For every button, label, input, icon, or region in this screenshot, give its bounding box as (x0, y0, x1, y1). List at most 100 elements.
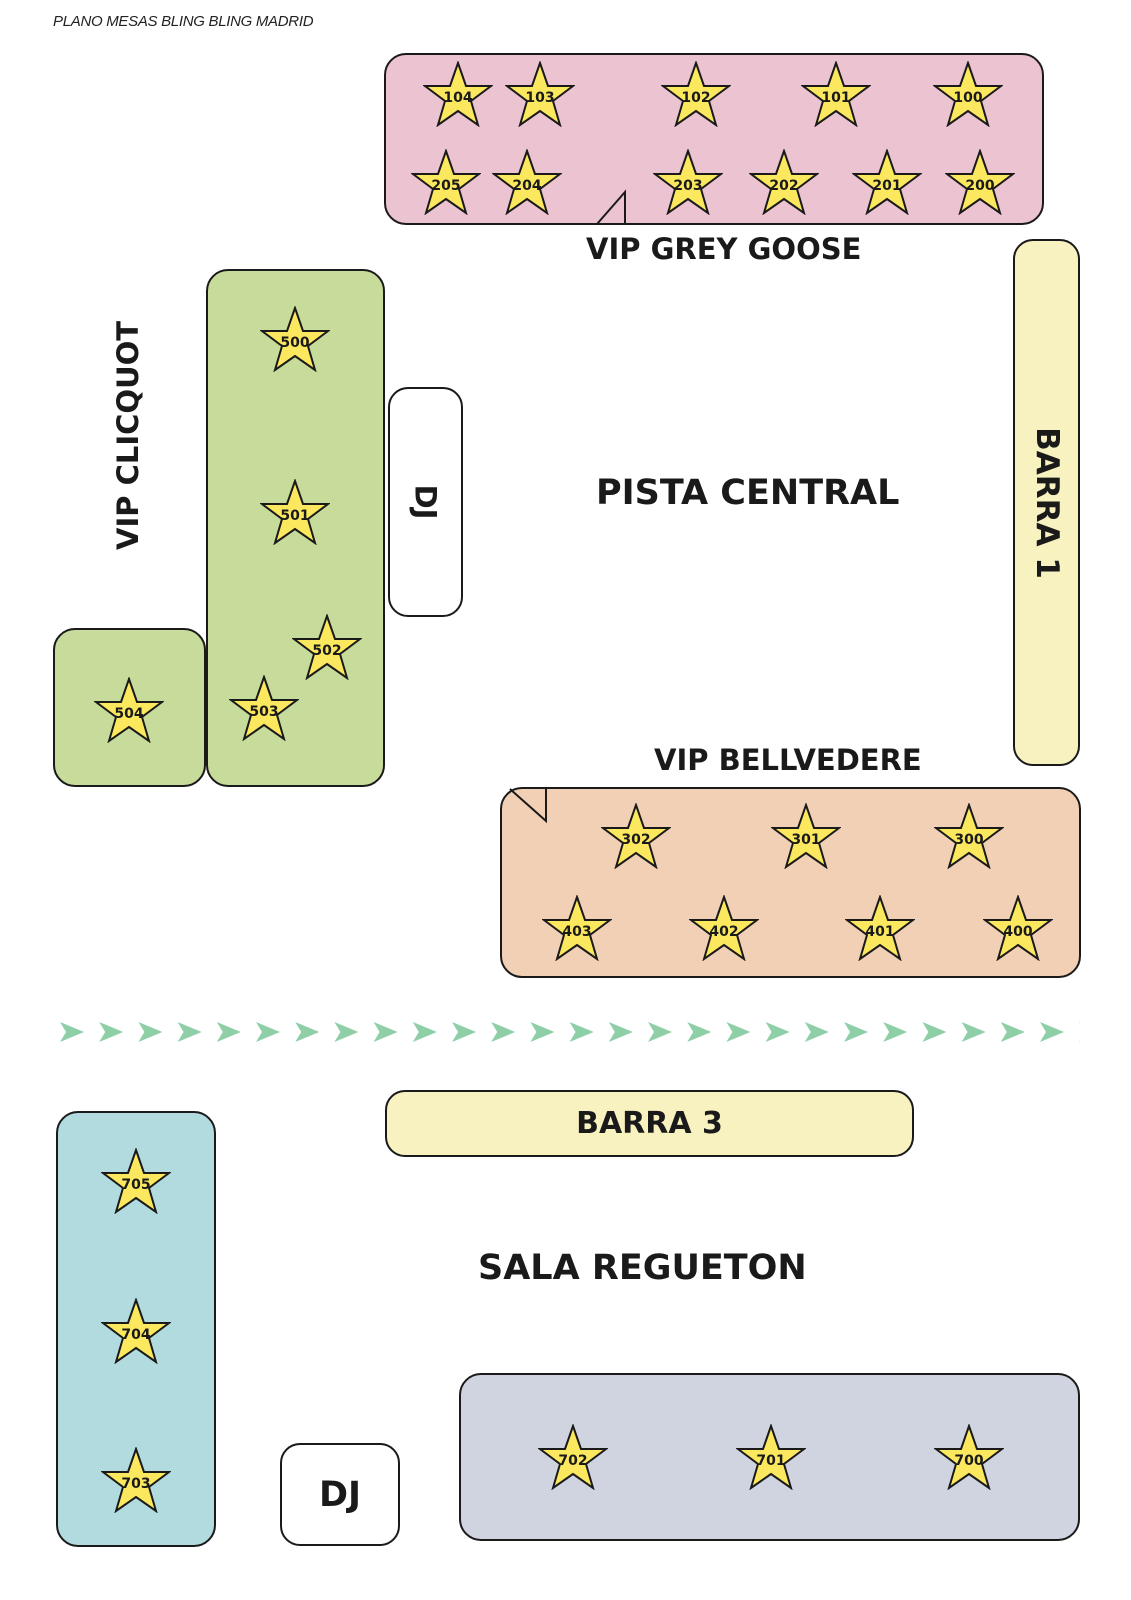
arrow-right-icon (569, 1022, 594, 1042)
arrow-right-icon (334, 1022, 359, 1042)
dj-booth-regueton: DJ (280, 1443, 400, 1546)
table-number: 400 (1003, 924, 1033, 940)
table-402[interactable]: 402 (689, 895, 759, 961)
table-702[interactable]: 702 (538, 1424, 608, 1490)
arrow-right-icon (138, 1022, 163, 1042)
star-icon (661, 61, 731, 127)
table-number: 702 (558, 1453, 588, 1469)
table-501[interactable]: 501 (260, 479, 330, 545)
star-icon (653, 149, 723, 215)
sala-regueton-label: SALA REGUETON (478, 1248, 807, 1288)
arrow-right-icon (608, 1022, 633, 1042)
table-number: 501 (280, 508, 310, 524)
table-403[interactable]: 403 (542, 895, 612, 961)
table-number: 301 (791, 832, 821, 848)
star-icon (260, 306, 330, 372)
table-504[interactable]: 504 (94, 677, 164, 743)
arrow-right-icon (491, 1022, 516, 1042)
star-icon (736, 1424, 806, 1490)
table-705[interactable]: 705 (101, 1148, 171, 1214)
star-icon (934, 1424, 1004, 1490)
table-201[interactable]: 201 (852, 149, 922, 215)
table-number: 500 (280, 335, 310, 351)
star-icon (601, 803, 671, 869)
table-104[interactable]: 104 (423, 61, 493, 127)
arrow-right-icon (99, 1022, 124, 1042)
arrow-right-icon (961, 1022, 986, 1042)
table-number: 502 (312, 643, 342, 659)
table-103[interactable]: 103 (505, 61, 575, 127)
table-number: 705 (121, 1177, 151, 1193)
arrow-right-icon (648, 1022, 672, 1042)
table-701[interactable]: 701 (736, 1424, 806, 1490)
star-icon (101, 1148, 171, 1214)
table-number: 504 (114, 706, 144, 722)
barra-1: BARRA 1 (1013, 239, 1080, 766)
arrow-right-icon (177, 1022, 202, 1042)
star-icon (538, 1424, 608, 1490)
table-400[interactable]: 400 (983, 895, 1053, 961)
table-number: 300 (954, 832, 984, 848)
star-icon (492, 149, 562, 215)
entrance-notch-bellvedere (509, 788, 547, 823)
arrow-right-icon (295, 1022, 320, 1042)
star-icon (689, 895, 759, 961)
table-704[interactable]: 704 (101, 1298, 171, 1364)
table-205[interactable]: 205 (411, 149, 481, 215)
vip-grey-goose-label: VIP GREY GOOSE (586, 232, 862, 266)
table-300[interactable]: 300 (934, 803, 1004, 869)
table-302[interactable]: 302 (601, 803, 671, 869)
star-icon (260, 479, 330, 545)
dj-regueton-label: DJ (318, 1474, 362, 1515)
table-number: 302 (621, 832, 651, 848)
arrow-right-icon (60, 1022, 84, 1042)
table-number: 403 (562, 924, 592, 940)
table-number: 704 (121, 1327, 151, 1343)
table-401[interactable]: 401 (845, 895, 915, 961)
table-number: 204 (512, 178, 542, 194)
arrow-right-icon (1000, 1022, 1025, 1042)
dj-central-label: DJ (408, 484, 443, 520)
table-203[interactable]: 203 (653, 149, 723, 215)
entrance-notch-grey-goose (596, 189, 626, 225)
star-icon (229, 675, 299, 741)
table-503[interactable]: 503 (229, 675, 299, 741)
table-102[interactable]: 102 (661, 61, 731, 127)
table-number: 202 (769, 178, 799, 194)
star-icon (945, 149, 1015, 215)
table-502[interactable]: 502 (292, 614, 362, 680)
table-101[interactable]: 101 (801, 61, 871, 127)
table-200[interactable]: 200 (945, 149, 1015, 215)
table-700[interactable]: 700 (934, 1424, 1004, 1490)
map-title: PLANO MESAS BLING BLING MADRID (53, 13, 314, 30)
dj-booth-central: DJ (388, 387, 463, 617)
star-icon (934, 803, 1004, 869)
arrow-right-icon (412, 1022, 437, 1042)
table-number: 401 (865, 924, 895, 940)
barra-3: BARRA 3 (385, 1090, 914, 1157)
arrow-right-icon (256, 1022, 280, 1042)
table-204[interactable]: 204 (492, 149, 562, 215)
barra-1-label: BARRA 1 (1028, 426, 1065, 579)
table-500[interactable]: 500 (260, 306, 330, 372)
flow-arrows-divider (60, 1022, 1080, 1042)
star-icon (749, 149, 819, 215)
table-301[interactable]: 301 (771, 803, 841, 869)
table-number: 103 (525, 90, 555, 106)
table-202[interactable]: 202 (749, 149, 819, 215)
arrow-right-icon (883, 1022, 908, 1042)
arrow-right-icon (687, 1022, 712, 1042)
arrow-right-icon (452, 1022, 476, 1042)
arrow-right-icon (530, 1022, 555, 1042)
star-icon (423, 61, 493, 127)
zone-vip-grey-goose (384, 53, 1044, 225)
star-icon (845, 895, 915, 961)
vip-bellvedere-label: VIP BELLVEDERE (654, 743, 922, 777)
table-number: 402 (709, 924, 739, 940)
arrow-right-icon (1079, 1022, 1080, 1042)
vip-clicquot-label: VIP CLICQUOT (111, 320, 145, 550)
star-icon (411, 149, 481, 215)
table-number: 201 (872, 178, 902, 194)
table-100[interactable]: 100 (933, 61, 1003, 127)
table-703[interactable]: 703 (101, 1447, 171, 1513)
